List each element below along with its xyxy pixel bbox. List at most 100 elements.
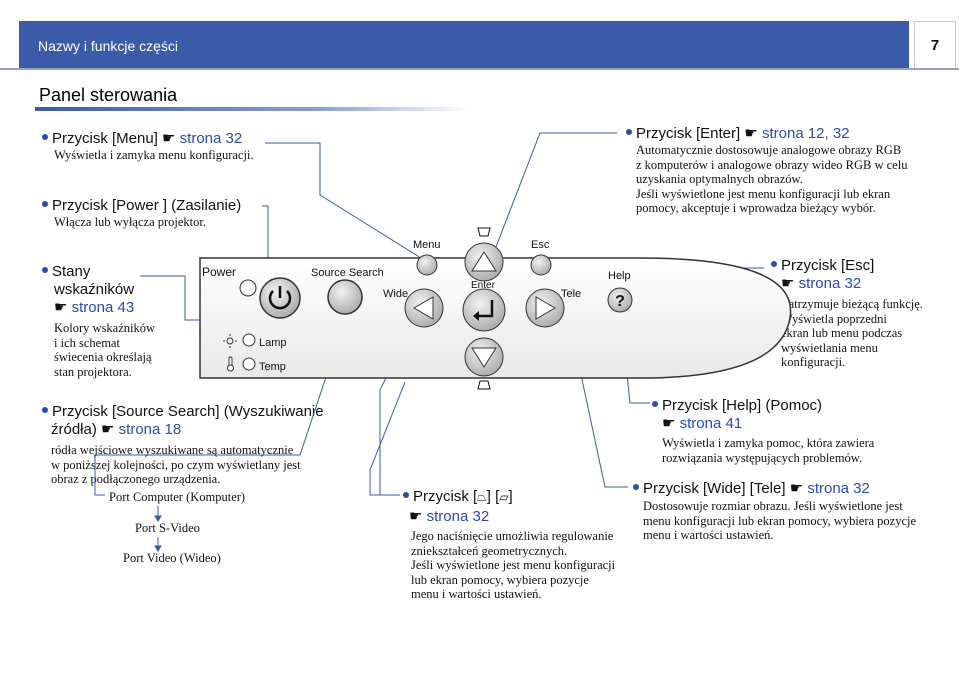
indicators-desc-3: świecenia określają (54, 350, 152, 364)
pointing-hand-icon: ☛ (162, 130, 176, 147)
enter-icon (478, 300, 494, 318)
panel-label-menu: Menu (413, 239, 441, 251)
keystone-label-c: ] (508, 488, 513, 505)
enter-button[interactable] (462, 288, 506, 332)
keystone-desc-3: Jeśli wyświetlone jest menu konfiguracji (411, 558, 616, 572)
help-label: Przycisk [Help] (Pomoc) (662, 397, 823, 414)
menu-page-link[interactable]: strona 32 (179, 130, 243, 147)
header-bar (19, 21, 909, 69)
help-page-link[interactable]: strona 41 (679, 415, 743, 432)
menu-label: Przycisk [Menu] (52, 130, 163, 147)
keystone-up-icon (477, 227, 491, 237)
help-icon: ? (615, 293, 625, 310)
keystone-desc-2: zniekształceń geometrycznych. (411, 543, 568, 558)
source-search-button[interactable] (327, 279, 363, 315)
indicators-label-1: Stany (52, 263, 91, 280)
esc-desc-3: ekran lub menu podczas (781, 326, 903, 340)
enter-desc-2: z komputerów i analogowe obrazy wideo RG… (636, 157, 908, 172)
widetele-desc-3: menu i wartości ustawień. (643, 528, 774, 542)
panel-label-source-search: Source Search (311, 267, 384, 279)
callout-menu: Przycisk [Menu] ☛ strona 32 Wyświetla i … (42, 130, 254, 163)
keystone-desc-4: lub ekran pomocy, wybiera pozycje (411, 572, 589, 587)
esc-button[interactable] (530, 254, 552, 276)
header-title: Nazwy i funkcje części (38, 38, 179, 54)
callout-enter: Przycisk [Enter] ☛ strona 12, 32 Automat… (626, 125, 907, 216)
source-label-1: Przycisk [Source Search] (Wyszukiwanie (52, 403, 324, 420)
pointing-hand-icon: ☛ (101, 421, 115, 438)
keystone-label-a: Przycisk [ (413, 488, 478, 505)
esc-page-link[interactable]: strona 32 (798, 275, 862, 292)
widetele-desc-1: Dostosowuje rozmiar obrazu. Jeśli wyświe… (643, 499, 903, 513)
keystone-down-icon (477, 380, 491, 390)
panel-label-enter: Enter (471, 280, 496, 291)
esc-desc-4: wyświetlania menu (781, 340, 878, 355)
keystone-page-link[interactable]: strona 32 (426, 508, 490, 525)
widetele-page-link[interactable]: strona 32 (807, 480, 870, 497)
indicators-page-link[interactable]: strona 43 (71, 299, 135, 316)
source-label-2: źródła) (51, 421, 102, 438)
panel-label-help: Help (608, 270, 631, 282)
source-desc-3: obraz z podłączonego urządzenia. (51, 472, 221, 486)
power-button[interactable] (259, 277, 301, 319)
enter-label: Przycisk [Enter] (636, 125, 745, 142)
help-desc-1: Wyświetla i zamyka pomoc, która zawiera (662, 436, 875, 450)
source-page-link[interactable]: strona 18 (118, 421, 182, 438)
callout-help: Przycisk [Help] (Pomoc) ☛ strona 41 Wyśw… (652, 397, 874, 465)
panel-label-lamp: Lamp (259, 337, 287, 349)
pointing-hand-icon: ☛ (54, 299, 68, 316)
panel-label-esc: Esc (531, 239, 550, 251)
help-button[interactable]: ? (607, 287, 633, 313)
esc-desc-2: Wyświetla poprzedni (781, 311, 887, 326)
callout-power: Przycisk [Power ] (Zasilanie) Włącza lub… (42, 197, 241, 230)
callout-indicators: Stany wskaźników ☛ strona 43 Kolory wska… (42, 263, 155, 379)
source-desc-2: w poniższej kolejności, po czym wyświetl… (51, 457, 301, 472)
pointing-hand-icon: ☛ (789, 480, 804, 497)
indicators-label-2: wskaźników (54, 281, 135, 298)
section-title: Panel sterowania (39, 85, 178, 105)
pointing-hand-icon: ☛ (409, 508, 423, 525)
source-flow-computer: Port Computer (Komputer) (109, 490, 246, 504)
esc-label: Przycisk [Esc] (781, 257, 875, 274)
bullet-icon (633, 484, 639, 491)
keystone-up-icon: ⏢ (477, 490, 487, 504)
header-divider (0, 68, 959, 70)
help-desc-2: rozwiązania występujących problemów. (662, 450, 863, 465)
power-label: Przycisk [Power ] (Zasilanie) (52, 197, 242, 214)
bullet-icon (626, 129, 632, 136)
keystone-down-icon: ⏥ (499, 490, 509, 504)
bullet-icon (403, 492, 409, 499)
lamp-indicator (242, 333, 256, 347)
lamp-icon (223, 334, 237, 348)
esc-desc-1: Zatrzymuje bieżącą funkcję. (781, 297, 923, 311)
keystone-label-b: ] [ (486, 488, 500, 505)
callout-wide-tele: Przycisk [Wide] [Tele] ☛ strona 32 Dosto… (633, 480, 916, 543)
callout-esc: Przycisk [Esc] ☛ strona 32 Zatrzymuje bi… (771, 257, 923, 370)
enter-page-link[interactable]: strona 12, 32 (761, 125, 850, 142)
power-description: Włącza lub wyłącza projektor. (54, 215, 207, 229)
keystone-desc-5: menu i wartości ustawień. (411, 587, 542, 601)
keystone-down-button[interactable] (464, 337, 504, 377)
callout-keystone: Przycisk [⏢] [⏥] ☛ strona 32 Jego naciśn… (403, 488, 615, 602)
keystone-desc-1: Jego naciśnięcie umożliwia regulowanie (411, 529, 614, 543)
bullet-icon (42, 267, 48, 274)
keystone-up-button[interactable] (464, 242, 504, 282)
menu-button[interactable] (416, 254, 438, 276)
indicators-desc-2: i ich schemat (54, 335, 120, 350)
temp-indicator (242, 357, 256, 371)
source-flow-video: Port Video (Wideo) (123, 551, 221, 565)
bullet-icon (42, 134, 48, 141)
temperature-icon (227, 356, 234, 372)
widetele-label: Przycisk [Wide] [Tele] (643, 480, 790, 497)
pointing-hand-icon: ☛ (744, 125, 758, 142)
tele-button[interactable] (525, 288, 565, 328)
bullet-icon (652, 401, 658, 408)
panel-label-temp: Temp (259, 361, 286, 373)
callout-source-search: Przycisk [Source Search] (Wyszukiwanie ź… (42, 403, 324, 487)
wide-button[interactable] (404, 288, 444, 328)
bullet-icon (42, 201, 48, 208)
section-underline (35, 107, 470, 111)
panel-label-wide: Wide (383, 288, 408, 300)
enter-desc-3: uzyskania optymalnych obrazów. (636, 172, 803, 186)
power-icon (268, 290, 292, 310)
